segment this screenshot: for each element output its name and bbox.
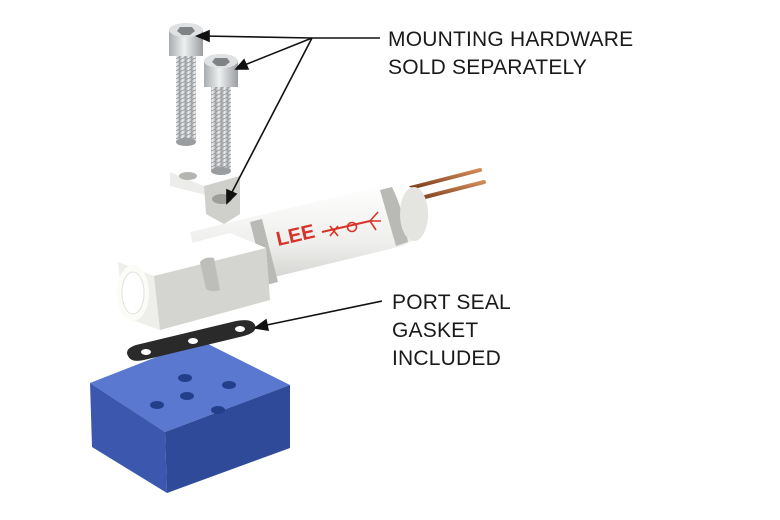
port-hole (222, 381, 236, 389)
leader-lines (194, 29, 383, 331)
callout-line: INCLUDED (392, 347, 501, 370)
port-hole (180, 392, 194, 400)
solenoid-valve: LEE (117, 168, 486, 330)
callout-line: GASKET (392, 319, 479, 342)
mounting-screw (169, 23, 203, 146)
callout-line: SOLD SEPARATELY (388, 56, 588, 79)
mounting-hardware-callout: MOUNTING HARDWARE SOLD SEPARATELY (388, 26, 633, 82)
port-hole (178, 374, 192, 382)
manifold-block (90, 340, 290, 493)
port-seal-gasket (127, 320, 256, 361)
mounting-screw (204, 54, 238, 175)
port-hole (211, 406, 225, 414)
port-seal-gasket-callout: PORT SEAL GASKET INCLUDED (392, 289, 511, 373)
clamp-bracket (170, 163, 240, 224)
callout-line: PORT SEAL (392, 291, 511, 314)
port-hole (150, 401, 164, 409)
callout-line: MOUNTING HARDWARE (388, 28, 634, 51)
